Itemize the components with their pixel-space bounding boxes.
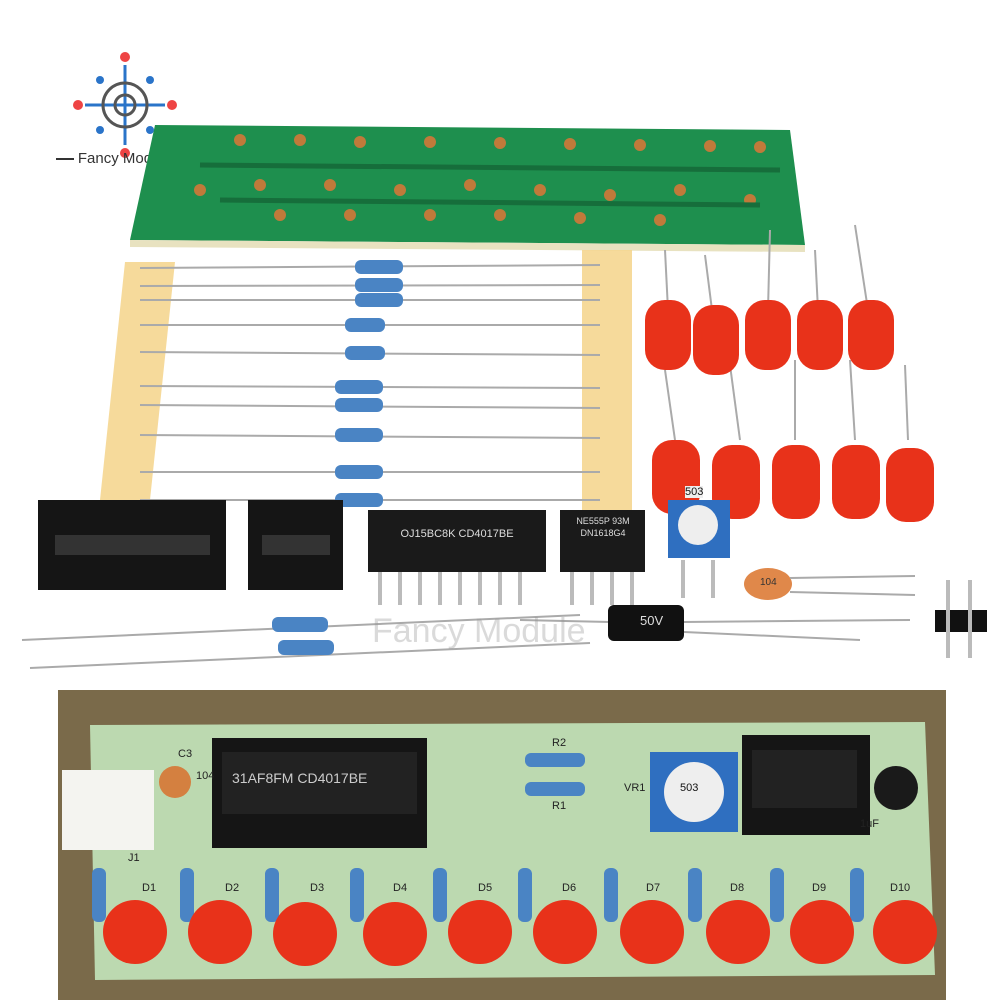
ceramic-cap-marking: 104 xyxy=(760,577,777,588)
board-vr-value: 503 xyxy=(680,782,699,794)
ic-sockets xyxy=(38,500,343,590)
board-r2-label: R2 xyxy=(552,737,567,749)
ic-555-marking-top: NE555P 93M DN1618G4 xyxy=(576,516,630,538)
board-led-label-d8: D8 xyxy=(730,882,745,894)
top-pcb xyxy=(130,125,805,252)
ic-4017-marking-top: OJ15BC8K CD4017BE xyxy=(400,528,514,540)
board-c3-label: C3 xyxy=(178,748,193,760)
watermark: Fancy Module xyxy=(372,612,586,650)
board-ic-4017-marking: 31AF8FM CD4017BE xyxy=(232,770,368,786)
board-vr1-label: VR1 xyxy=(624,782,646,794)
electrolytic-cap-marking: 50V xyxy=(640,613,664,628)
pot-marking-top: 503 xyxy=(685,486,704,498)
board-led-label-d4: D4 xyxy=(393,882,408,894)
header-pins xyxy=(935,580,987,658)
leds-loose xyxy=(645,224,934,522)
resistor-tape xyxy=(100,250,632,515)
board-led-label-d7: D7 xyxy=(646,882,661,894)
board-ecap-label: 1uF xyxy=(860,818,879,830)
assembled-board-photo xyxy=(58,690,946,1000)
board-led-label-d5: D5 xyxy=(478,882,493,894)
fancy-module-logo xyxy=(73,52,177,158)
potentiometer-loose xyxy=(668,500,730,598)
board-led-label-d2: D2 xyxy=(225,882,240,894)
electrolytic-capacitor-loose xyxy=(519,605,911,641)
board-r1-label: R1 xyxy=(552,800,567,812)
board-led-label-d6: D6 xyxy=(562,882,577,894)
board-led-label-d10: D10 xyxy=(890,882,911,894)
resistors-lower xyxy=(21,614,591,669)
ic-chips-loose xyxy=(368,510,645,605)
board-c3-value: 104 xyxy=(196,770,215,782)
board-led-label-d3: D3 xyxy=(310,882,325,894)
board-led-label-d1: D1 xyxy=(142,882,157,894)
board-j1-label: J1 xyxy=(128,852,140,864)
board-led-label-d9: D9 xyxy=(812,882,827,894)
ceramic-capacitor-loose xyxy=(744,568,916,600)
